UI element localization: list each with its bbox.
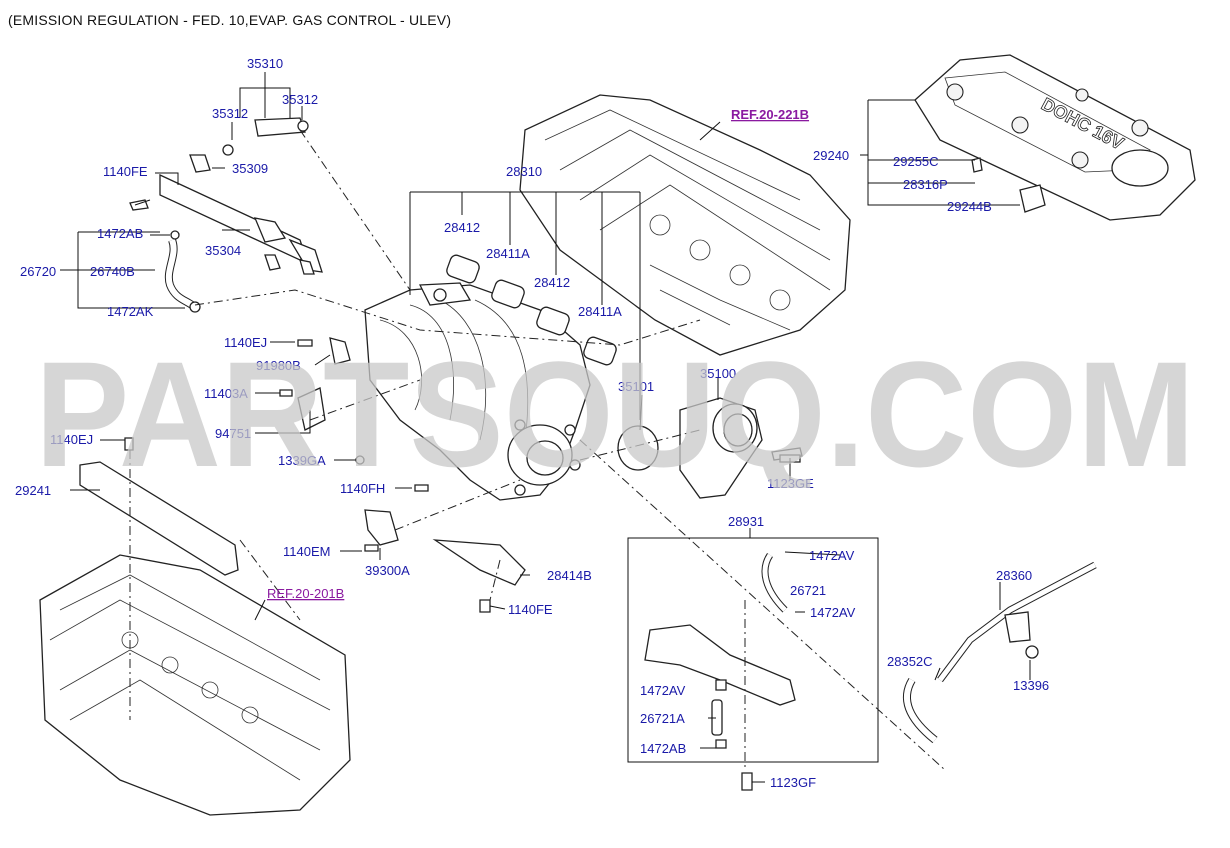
label-1140ej-top[interactable]: 1140EJ: [224, 335, 267, 350]
label-91980b[interactable]: 91980B: [256, 358, 301, 373]
part-labels: 35310 35312 35312 35309 1140FE 35304 147…: [15, 56, 1049, 790]
label-28412-b[interactable]: 28412: [534, 275, 570, 290]
label-26721[interactable]: 26721: [790, 583, 826, 598]
label-26721a[interactable]: 26721A: [640, 711, 685, 726]
label-28411a-a[interactable]: 28411A: [486, 246, 530, 261]
label-28316p[interactable]: 28316P: [903, 177, 948, 192]
label-28310[interactable]: 28310: [506, 164, 542, 179]
label-1472ab-left[interactable]: 1472AB: [97, 226, 143, 241]
engine-cover: DOHC 16V: [914, 54, 1196, 221]
label-29241[interactable]: 29241: [15, 483, 51, 498]
ref-link-20-221b[interactable]: REF.20-221B: [731, 107, 809, 122]
label-1472ab-box[interactable]: 1472AB: [640, 741, 686, 756]
label-28931[interactable]: 28931: [728, 514, 764, 529]
ref-link-20-201b[interactable]: REF.20-201B: [267, 586, 344, 601]
label-1140ej-left[interactable]: 1140EJ: [50, 432, 93, 447]
label-1123ge[interactable]: 1123GE: [767, 476, 814, 491]
cylinder-head-upper: [519, 94, 851, 356]
intake-gaskets: [446, 254, 617, 366]
label-1140fe-top[interactable]: 1140FE: [103, 164, 148, 179]
label-35304[interactable]: 35304: [205, 243, 241, 258]
label-1472ak[interactable]: 1472AK: [107, 304, 154, 319]
label-29244b[interactable]: 29244B: [947, 199, 992, 214]
label-26720[interactable]: 26720: [20, 264, 56, 279]
label-29255c[interactable]: 29255C: [893, 154, 939, 169]
label-39300a[interactable]: 39300A: [365, 563, 410, 578]
label-1140fe-bottom[interactable]: 1140FE: [508, 602, 553, 617]
label-94751[interactable]: 94751: [215, 426, 251, 441]
label-1472av-mid[interactable]: 1472AV: [810, 605, 856, 620]
fuel-rail: [129, 117, 323, 275]
label-35310[interactable]: 35310: [247, 56, 283, 71]
label-26740b[interactable]: 26740B: [90, 264, 135, 279]
label-1123gf[interactable]: 1123GF: [770, 775, 816, 790]
diagram-title: (EMISSION REGULATION - FED. 10,EVAP. GAS…: [8, 12, 452, 28]
label-28414b[interactable]: 28414B: [547, 568, 592, 583]
label-35309[interactable]: 35309: [232, 161, 268, 176]
label-29240[interactable]: 29240: [813, 148, 849, 163]
throttle-body: [617, 397, 803, 499]
label-28352c[interactable]: 28352C: [887, 654, 933, 669]
label-13396[interactable]: 13396: [1013, 678, 1049, 693]
label-35100[interactable]: 35100: [700, 366, 736, 381]
hose-26740b: [164, 230, 201, 313]
label-28360[interactable]: 28360: [996, 568, 1032, 583]
evap-box: [627, 537, 879, 791]
label-28411a-b[interactable]: 28411A: [578, 304, 622, 319]
leader-lines: [60, 72, 1031, 783]
pcv-tube: [903, 561, 1097, 744]
label-1472av-top[interactable]: 1472AV: [809, 548, 855, 563]
label-35101[interactable]: 35101: [618, 379, 654, 394]
brackets: [124, 337, 801, 613]
label-1472av-low[interactable]: 1472AV: [640, 683, 686, 698]
label-28412-a[interactable]: 28412: [444, 220, 480, 235]
label-11403a[interactable]: 11403A: [204, 386, 248, 401]
label-1140em[interactable]: 1140EM: [283, 544, 330, 559]
rail-cover: [79, 461, 239, 576]
label-35312-right[interactable]: 35312: [282, 92, 318, 107]
label-1339ga[interactable]: 1339GA: [278, 453, 326, 468]
label-35312-left[interactable]: 35312: [212, 106, 248, 121]
label-1140fh[interactable]: 1140FH: [340, 481, 385, 496]
cylinder-head-lower: [39, 554, 351, 816]
center-lines: [129, 129, 946, 771]
